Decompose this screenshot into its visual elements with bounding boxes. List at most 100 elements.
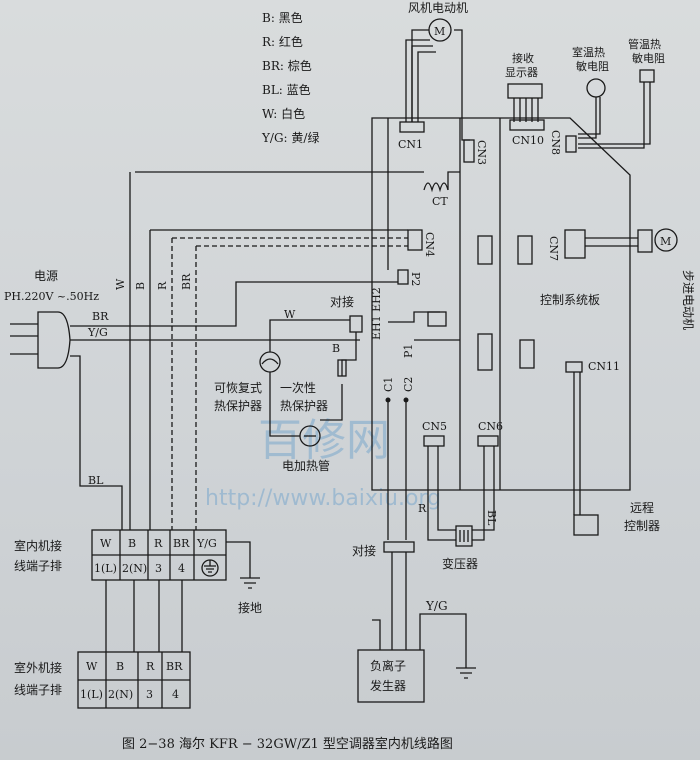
p2-label: P2 xyxy=(409,272,422,286)
cn4-label: CN4 xyxy=(423,232,436,257)
stepper-motor-icon: M xyxy=(654,228,678,252)
room-temp-label-1: 室温热 xyxy=(572,45,605,59)
legend-item: Y/G: 黄/绿 xyxy=(261,130,319,145)
svg-text:M: M xyxy=(660,235,671,248)
legend-item: BL: 蓝色 xyxy=(262,83,311,97)
fuse-icon xyxy=(337,359,347,377)
indoor-terminal-label-2: 线端子排 xyxy=(14,559,62,573)
ionizer-box xyxy=(357,649,425,703)
receiver-label-1: 接收 xyxy=(512,51,534,65)
board-connectors xyxy=(427,235,535,371)
room-temp-label-2: 敏电阻 xyxy=(576,59,609,73)
watermark-text: 百修网 xyxy=(258,415,390,466)
c1-label: C1 xyxy=(382,377,395,392)
indoor-cell: W xyxy=(100,537,112,550)
outdoor-cell: 1(L) xyxy=(80,688,103,701)
figure-caption: 图 2−38 海尔 KFR − 32GW/Z1 型空调器室内机线路图 xyxy=(122,736,453,752)
w-mid-label: W xyxy=(284,308,296,321)
yg-label: Y/G xyxy=(87,326,108,339)
heater-icon xyxy=(299,425,321,447)
outdoor-terminal-label-2: 线端子排 xyxy=(14,683,62,697)
resettable-label-2: 热保护器 xyxy=(214,399,262,413)
one-time-label-1: 一次性 xyxy=(280,381,316,395)
outdoor-cell: BR xyxy=(166,660,183,673)
ionizer-label-1: 负离子 xyxy=(370,658,406,673)
outdoor-cell: 4 xyxy=(172,688,179,701)
color-legend: B: 黑色 R: 红色 BR: 棕色 BL: 蓝色 W: 白色 Y/G: 黄/绿 xyxy=(261,11,319,145)
cn3-label: CN3 xyxy=(475,140,488,165)
indoor-terminal-label-1: 室内机接 xyxy=(14,538,62,553)
cn8-label: CN8 xyxy=(549,130,562,155)
outdoor-cell: W xyxy=(86,660,98,673)
cn5-label: CN5 xyxy=(422,420,447,433)
outdoor-terminal-block: W B R BR 1(L) 2(N) 3 4 xyxy=(77,651,191,709)
ground-symbol-icon xyxy=(201,559,219,577)
indoor-cell: BR xyxy=(173,537,190,550)
remote-label-2: 控制器 xyxy=(624,519,660,533)
b-mid-label: B xyxy=(332,342,340,355)
p1-label: P1 xyxy=(402,344,415,358)
receiver-icon xyxy=(507,83,543,99)
indoor-cell: 1(L) xyxy=(94,562,117,575)
transformer-label: 变压器 xyxy=(442,556,478,571)
legend-item: B: 黑色 xyxy=(262,11,303,25)
ground-label: 接地 xyxy=(238,600,262,615)
cn11-connector xyxy=(565,361,583,373)
indoor-cell: 3 xyxy=(155,562,162,575)
cn1-connector xyxy=(399,121,425,133)
power-plug-icon xyxy=(10,311,71,369)
br-wire-label: BR xyxy=(180,273,193,290)
outdoor-cell: 2(N) xyxy=(108,688,133,701)
outdoor-terminal-label-1: 室外机接 xyxy=(14,660,62,675)
cn11-label: CN11 xyxy=(588,360,620,373)
cn5-connector xyxy=(423,435,445,447)
power-spec-label: PH.220V ~.50Hz xyxy=(4,290,99,303)
ground-icon-ionizer xyxy=(456,667,476,679)
cn3-connector xyxy=(463,139,475,163)
ground-icon xyxy=(240,577,260,589)
pipe-temp-sensor-icon xyxy=(639,69,655,83)
pipe-temp-label-2: 敏电阻 xyxy=(632,51,665,65)
legend-item: R: 红色 xyxy=(262,34,303,49)
ct-icon xyxy=(423,182,449,193)
resettable-label-1: 可恢复式 xyxy=(214,381,262,395)
legend-item: W: 白色 xyxy=(262,106,305,121)
cn10-connector xyxy=(509,119,545,131)
heater-label: 电加热管 xyxy=(282,458,330,473)
p2-connector xyxy=(397,269,409,285)
control-board-label: 控制系统板 xyxy=(540,293,600,307)
indoor-terminal-block: W B R BR Y/G 1(L) 2(N) 3 4 xyxy=(91,529,227,581)
c2-terminal xyxy=(403,397,409,403)
c2-label: C2 xyxy=(402,377,415,392)
remote-label-1: 远程 xyxy=(630,500,654,515)
w-wire-label: W xyxy=(114,278,127,290)
indoor-cell: Y/G xyxy=(196,537,217,550)
splice-label: 对接 xyxy=(330,294,354,309)
r-small-label: R xyxy=(418,502,427,515)
remote-controller-icon xyxy=(573,514,599,536)
svg-text:M: M xyxy=(434,25,445,38)
br-label: BR xyxy=(92,310,109,323)
splice2-label: 对接 xyxy=(352,543,376,558)
legend-item: BR: 棕色 xyxy=(262,58,312,73)
fan-motor-icon: M xyxy=(428,18,452,42)
b-wire-label: B xyxy=(134,282,147,290)
room-temp-sensor-icon xyxy=(586,78,606,98)
stepper-motor-label: 步进电动机 xyxy=(681,270,695,330)
bl-small-label: BL xyxy=(485,510,498,526)
power-label: 电源 xyxy=(34,269,58,283)
outdoor-cell: B xyxy=(116,660,124,673)
outdoor-cell: R xyxy=(146,660,155,673)
ct-label: CT xyxy=(432,195,448,208)
cn6-label: CN6 xyxy=(478,420,503,433)
indoor-cell: B xyxy=(128,537,136,550)
yg2-label: Y/G xyxy=(425,599,448,613)
one-time-label-2: 热保护器 xyxy=(280,399,328,413)
fan-motor-label: 风机电动机 xyxy=(408,1,468,15)
ionizer-label-2: 发生器 xyxy=(370,678,406,693)
bl-label: BL xyxy=(88,474,104,487)
indoor-cell: R xyxy=(154,537,163,550)
indoor-cell: 4 xyxy=(178,562,185,575)
